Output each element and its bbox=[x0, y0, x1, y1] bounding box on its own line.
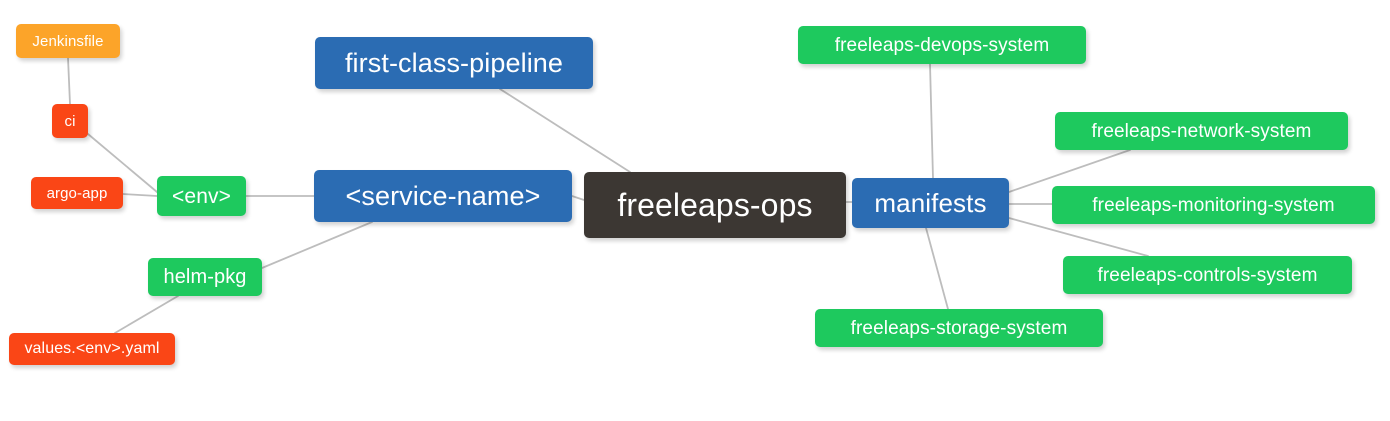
node-label: argo-app bbox=[46, 184, 108, 202]
node-label: Jenkinsfile bbox=[32, 32, 104, 50]
edge-first-class-pipeline-to-freeleaps-ops bbox=[499, 88, 631, 173]
edge-service-name-to-freeleaps-ops bbox=[571, 195, 585, 201]
node-argo-app[interactable]: argo-app bbox=[31, 177, 123, 209]
node-label: helm-pkg bbox=[163, 266, 247, 288]
node-label: ci bbox=[64, 112, 76, 130]
node-values-env-yaml[interactable]: values.<env>.yaml bbox=[9, 333, 175, 365]
node-label: values.<env>.yaml bbox=[24, 340, 160, 357]
node-label: <service-name> bbox=[345, 180, 541, 211]
edge-service-name-to-helm-pkg bbox=[261, 221, 373, 269]
node-service-name[interactable]: <service-name> bbox=[314, 170, 572, 222]
node-jenkinsfile[interactable]: Jenkinsfile bbox=[16, 24, 120, 58]
edge-manifests-to-freeleaps-devops-system bbox=[929, 63, 934, 179]
node-env[interactable]: <env> bbox=[157, 176, 246, 216]
node-label: freeleaps-controls-system bbox=[1097, 264, 1318, 286]
node-freeleaps-controls-system[interactable]: freeleaps-controls-system bbox=[1063, 256, 1352, 294]
node-freeleaps-network-system[interactable]: freeleaps-network-system bbox=[1055, 112, 1348, 150]
node-first-class-pipeline[interactable]: first-class-pipeline bbox=[315, 37, 593, 89]
node-label: first-class-pipeline bbox=[344, 47, 564, 78]
node-label: freeleaps-network-system bbox=[1091, 120, 1312, 142]
edge-manifests-to-freeleaps-storage-system bbox=[925, 227, 949, 310]
node-label: manifests bbox=[874, 188, 987, 218]
node-helm-pkg[interactable]: helm-pkg bbox=[148, 258, 262, 296]
edge-helm-pkg-to-values-env-yaml bbox=[114, 295, 179, 334]
node-ci[interactable]: ci bbox=[52, 104, 88, 138]
node-freeleaps-monitoring-system[interactable]: freeleaps-monitoring-system bbox=[1052, 186, 1375, 224]
node-label: freeleaps-storage-system bbox=[850, 317, 1068, 339]
node-label: freeleaps-ops bbox=[617, 187, 813, 223]
node-freeleaps-storage-system[interactable]: freeleaps-storage-system bbox=[815, 309, 1103, 347]
node-label: <env> bbox=[172, 184, 231, 208]
edge-argo-app-to-env bbox=[122, 193, 158, 197]
node-freeleaps-devops-system[interactable]: freeleaps-devops-system bbox=[798, 26, 1086, 64]
node-label: freeleaps-monitoring-system bbox=[1092, 194, 1335, 216]
node-label: freeleaps-devops-system bbox=[834, 34, 1050, 56]
node-manifests[interactable]: manifests bbox=[852, 178, 1009, 228]
node-freeleaps-ops[interactable]: freeleaps-ops bbox=[584, 172, 846, 238]
edge-jenkinsfile-to-ci bbox=[67, 57, 71, 105]
